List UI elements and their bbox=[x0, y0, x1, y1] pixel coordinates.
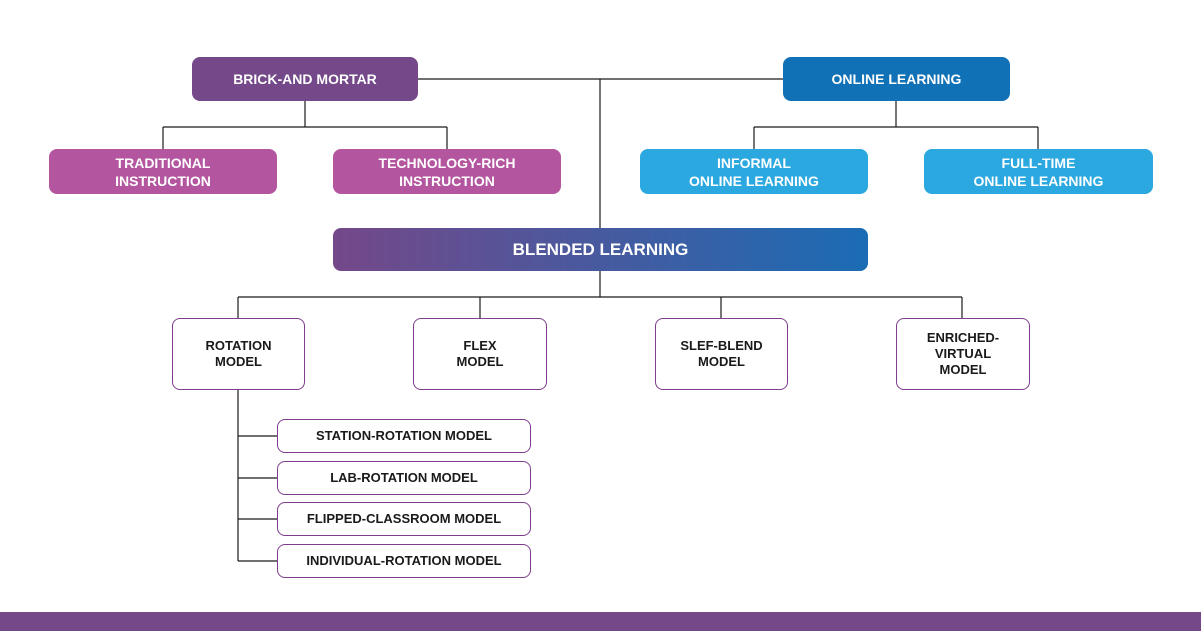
enriched-virtual-model-box: ENRICHED- VIRTUAL MODEL bbox=[896, 318, 1030, 390]
informal-online-learning-box: INFORMAL ONLINE LEARNING bbox=[640, 149, 868, 194]
flex-model-box: FLEX MODEL bbox=[413, 318, 547, 390]
traditional-instruction-box: TRADITIONAL INSTRUCTION bbox=[49, 149, 277, 194]
blended-learning-box: BLENDED LEARNING bbox=[333, 228, 868, 271]
brick-and-mortar-box: BRICK-AND MORTAR bbox=[192, 57, 418, 101]
self-blend-model-box: SLEF-BLEND MODEL bbox=[655, 318, 788, 390]
full-time-online-learning-box: FULL-TIME ONLINE LEARNING bbox=[924, 149, 1153, 194]
lab-rotation-model-box: LAB-ROTATION MODEL bbox=[277, 461, 531, 495]
online-learning-box: ONLINE LEARNING bbox=[783, 57, 1010, 101]
flipped-classroom-model-box: FLIPPED-CLASSROOM MODEL bbox=[277, 502, 531, 536]
footer-bar bbox=[0, 612, 1201, 631]
station-rotation-model-box: STATION-ROTATION MODEL bbox=[277, 419, 531, 453]
technology-rich-instruction-box: TECHNOLOGY-RICH INSTRUCTION bbox=[333, 149, 561, 194]
rotation-model-box: ROTATION MODEL bbox=[172, 318, 305, 390]
individual-rotation-model-box: INDIVIDUAL-ROTATION MODEL bbox=[277, 544, 531, 578]
